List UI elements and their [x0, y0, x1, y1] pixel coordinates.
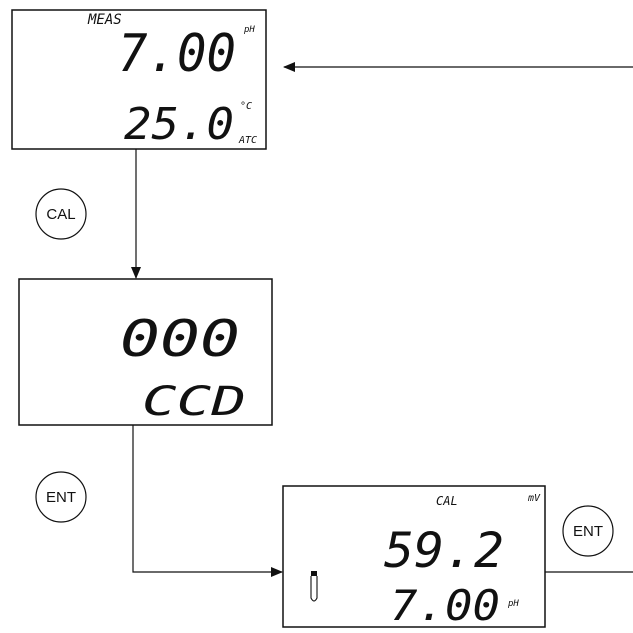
- cal-display: CAL mV 59.2 7.00 pH: [282, 485, 546, 630]
- meas-ph-unit: pH: [243, 25, 255, 35]
- meas-temp-value: 25.0: [124, 99, 234, 150]
- cal-mode-label: CAL: [436, 494, 458, 508]
- cal-ph-value: 7.00: [390, 581, 500, 630]
- electrode-icon: [310, 571, 318, 602]
- meas-temp-mode: ATC: [238, 135, 257, 146]
- cal-ph-unit: pH: [507, 599, 519, 609]
- ent-arrow: [132, 425, 283, 577]
- cal-display-frame: [282, 485, 546, 628]
- ent-key-2-label: ENT: [573, 523, 603, 540]
- ent-key-1-label: ENT: [46, 489, 76, 506]
- ent-key-2[interactable]: ENT: [562, 505, 614, 557]
- meas-temp-unit: °C: [240, 101, 252, 112]
- cc-code: CCD: [142, 379, 246, 425]
- cal-mv-value: 59.2: [384, 523, 504, 579]
- cc-value: 000: [120, 310, 240, 368]
- cc-display: 000 CCD: [18, 278, 273, 426]
- meas-display-frame: [11, 9, 267, 150]
- ent-key-1-circle[interactable]: [35, 471, 87, 523]
- cal-key-label: CAL: [46, 206, 75, 223]
- cal-key[interactable]: CAL: [35, 188, 87, 240]
- meas-ph-value: 7.00: [118, 24, 236, 84]
- meas-display: MEAS 7.00 pH 25.0 °C ATC: [11, 9, 267, 150]
- ent-key-2-circle[interactable]: [562, 505, 614, 557]
- meas-mode-label: MEAS: [87, 12, 122, 28]
- cc-display-frame: [18, 278, 273, 426]
- ent-key-1[interactable]: ENT: [35, 471, 87, 523]
- cal-key-circle[interactable]: [35, 188, 87, 240]
- cal-mv-unit: mV: [527, 493, 541, 504]
